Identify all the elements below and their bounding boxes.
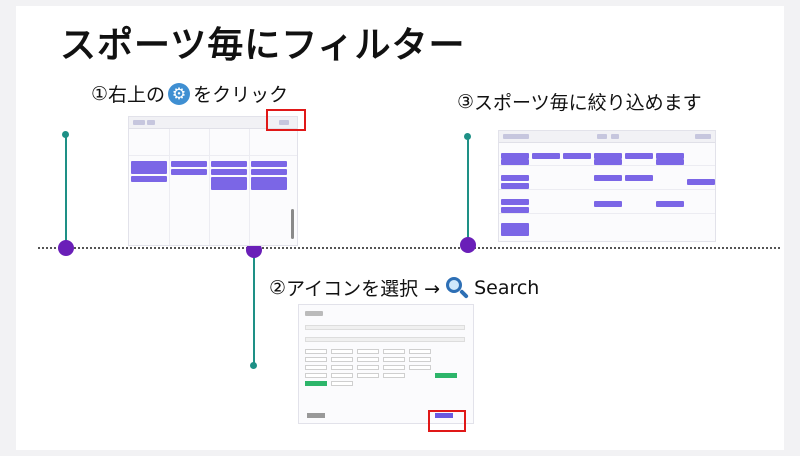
highlight-settings-button <box>266 109 306 131</box>
calendar-toolbar <box>129 117 297 129</box>
step-1-caption: ① 右上の ⚙ をクリック <box>91 80 288 107</box>
step-1-number: ① <box>91 82 109 105</box>
connector-line-1 <box>65 135 67 248</box>
calendar-month-toolbar <box>499 131 715 143</box>
gear-icon: ⚙ <box>168 82 191 105</box>
connector-line-3 <box>467 137 469 247</box>
step-3-caption: ③ スポーツ毎に絞り込めます <box>457 88 702 115</box>
scrollbar <box>291 209 294 239</box>
timeline <box>38 247 780 249</box>
filter-dialog-screenshot <box>298 304 474 424</box>
calendar-week-screenshot <box>128 116 298 246</box>
slide-title: スポーツ毎にフィルター <box>60 25 466 66</box>
step-3-number: ③ <box>457 90 475 113</box>
step-1-text-before: 右上の <box>108 84 166 106</box>
step-2-caption: ② アイコンを選択 → Search <box>269 274 539 301</box>
step-1-text-after: をクリック <box>193 84 289 106</box>
timeline-dot-3 <box>460 237 476 253</box>
connector-line-2 <box>253 249 255 366</box>
connector-dot-1 <box>62 131 69 138</box>
step-2-text-before: アイコンを選択 → <box>286 278 441 300</box>
magnifier-icon <box>444 275 470 301</box>
highlight-search-button <box>428 410 466 432</box>
slide: スポーツ毎にフィルター ① 右上の ⚙ をクリック ② アイコンを選択 → Se… <box>16 6 784 450</box>
connector-dot-3 <box>464 133 471 140</box>
step-2-number: ② <box>269 276 287 299</box>
timeline-dot-1 <box>58 240 74 256</box>
calendar-month-screenshot <box>498 130 716 242</box>
step-3-text: スポーツ毎に絞り込めます <box>474 92 702 114</box>
connector-dot-2 <box>250 362 257 369</box>
timeline-dot-2 <box>246 242 262 258</box>
step-2-text-after: Search <box>474 276 540 299</box>
